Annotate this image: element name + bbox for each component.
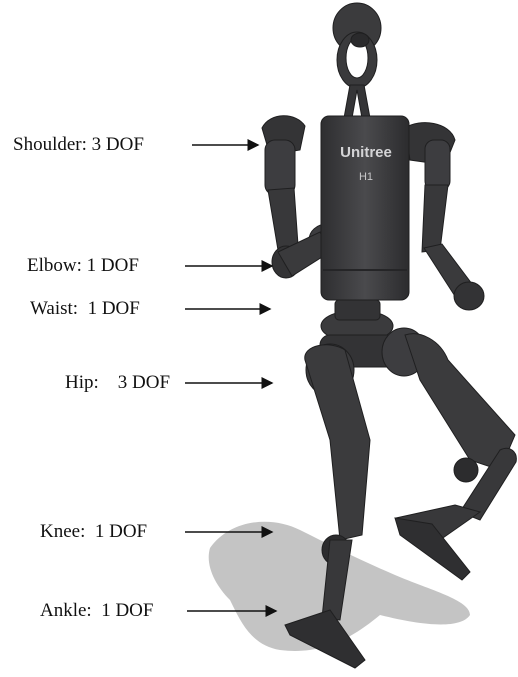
label-shoulder: Shoulder: 3 DOF [13, 134, 144, 156]
label-hip: Hip: 3 DOF [65, 372, 170, 394]
label-elbow: Elbow: 1 DOF [27, 255, 139, 277]
label-ankle: Ankle: 1 DOF [40, 600, 153, 622]
label-waist: Waist: 1 DOF [30, 298, 140, 320]
model-text: H1 [359, 171, 373, 183]
brand-text: Unitree [340, 144, 392, 161]
label-knee: Knee: 1 DOF [40, 521, 147, 543]
